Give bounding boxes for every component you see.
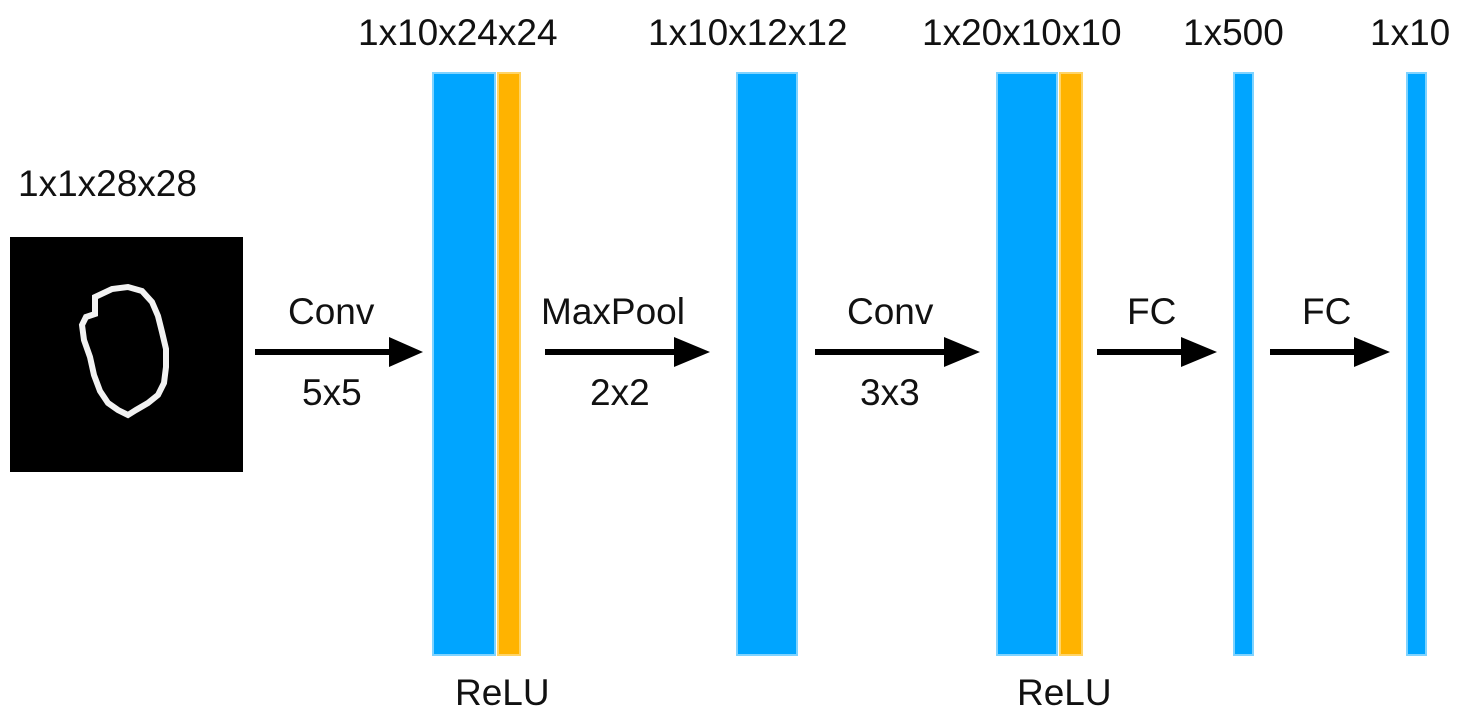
layer-fc1-shape: 1x500 bbox=[1183, 12, 1284, 53]
arrow-maxpool bbox=[545, 337, 710, 367]
relu-label-2: ReLU bbox=[1017, 672, 1112, 713]
layer-pool-shape: 1x10x12x12 bbox=[648, 12, 848, 53]
op-fc2-label: FC bbox=[1302, 291, 1352, 332]
arrow-conv1 bbox=[255, 337, 423, 367]
layer-conv1-shape: 1x10x24x24 bbox=[358, 12, 558, 53]
feature-map-conv2 bbox=[996, 72, 1058, 656]
feature-map-conv1 bbox=[432, 72, 496, 656]
layer-conv2-shape: 1x20x10x10 bbox=[922, 12, 1122, 53]
op-conv1-kernel: 5x5 bbox=[302, 372, 362, 413]
op-conv2-kernel: 3x3 bbox=[860, 372, 920, 413]
feature-map-pool bbox=[736, 72, 798, 656]
relu-activation-2 bbox=[1059, 72, 1083, 656]
layer-fc2-shape: 1x10 bbox=[1370, 12, 1451, 53]
arrow-fc1 bbox=[1097, 337, 1217, 367]
input-digit-image bbox=[10, 237, 243, 472]
relu-label-1: ReLU bbox=[455, 672, 550, 713]
digit-zero-drawing bbox=[78, 283, 169, 419]
op-fc1-label: FC bbox=[1127, 291, 1177, 332]
op-conv2-label: Conv bbox=[847, 291, 934, 332]
relu-activation-1 bbox=[497, 72, 521, 656]
fc-layer-10 bbox=[1406, 72, 1427, 656]
arrow-conv2 bbox=[815, 337, 980, 367]
fc-layer-500 bbox=[1233, 72, 1254, 656]
input-shape-label: 1x1x28x28 bbox=[18, 163, 197, 204]
op-conv1-label: Conv bbox=[288, 291, 375, 332]
op-maxpool-size: 2x2 bbox=[590, 372, 650, 413]
arrow-fc2 bbox=[1270, 337, 1390, 367]
op-maxpool-label: MaxPool bbox=[541, 291, 685, 332]
